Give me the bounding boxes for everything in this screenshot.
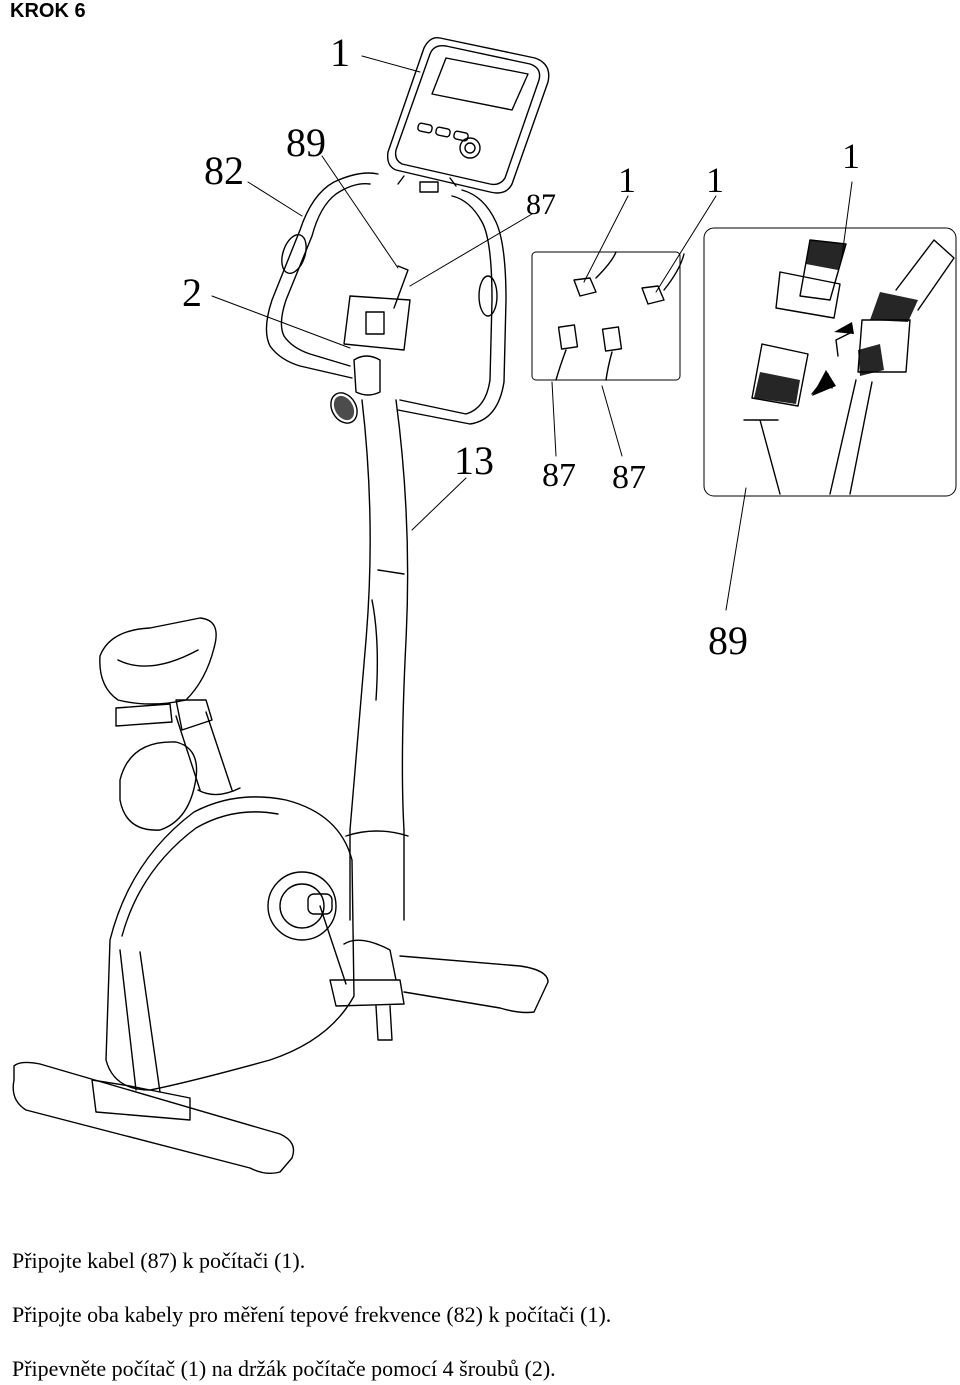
callout-inset-1c: 1 — [842, 136, 860, 176]
handlebars — [265, 172, 507, 425]
callout-1: 1 — [330, 30, 350, 75]
callout-2: 2 — [182, 270, 202, 315]
callout-inset-1b: 1 — [706, 160, 724, 200]
seat — [99, 617, 241, 796]
callout-inset-87b: 87 — [612, 459, 646, 496]
instruction-3: Připevněte počítač (1) na držák počítače… — [12, 1356, 556, 1381]
callout-inset-89: 89 — [708, 618, 748, 663]
callout-inset-87a: 87 — [542, 457, 576, 494]
callout-inset-1a: 1 — [618, 160, 636, 200]
inset-cable-87 — [531, 251, 685, 381]
callout-13: 13 — [454, 438, 494, 483]
assembly-diagram: 1 89 82 87 2 13 1 1 87 87 1 89 — [12, 30, 957, 1175]
callout-89: 89 — [286, 120, 326, 165]
instruction-2: Připojte oba kabely pro měření tepové fr… — [12, 1302, 612, 1327]
step-title: KROK 6 — [10, 0, 86, 22]
computer-console — [386, 37, 550, 194]
callout-82: 82 — [204, 148, 244, 193]
instruction-1: Připojte kabel (87) k počítači (1). — [12, 1248, 306, 1273]
leader-lines — [211, 55, 853, 611]
post — [345, 399, 409, 921]
callout-87: 87 — [526, 188, 556, 221]
frame — [12, 741, 549, 1175]
